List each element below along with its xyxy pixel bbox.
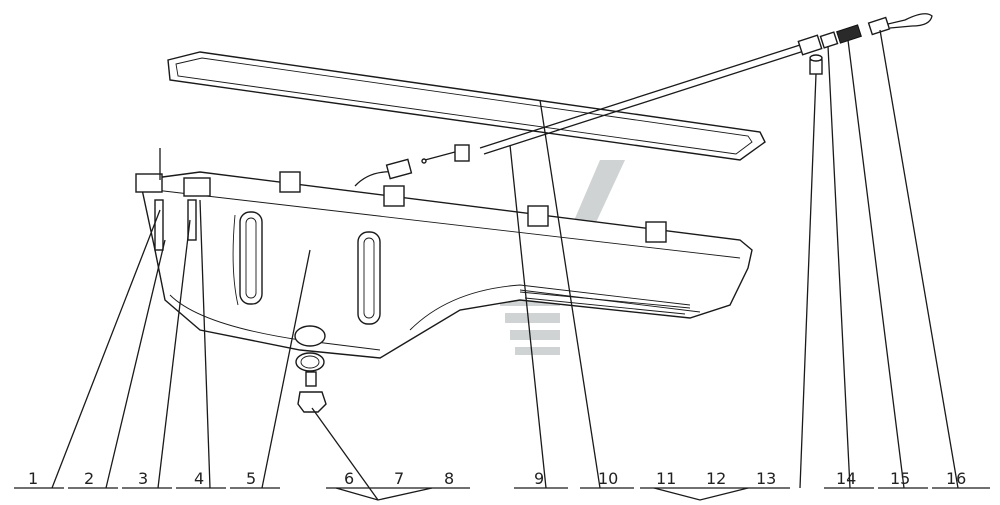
callout-10: 10 xyxy=(598,469,618,488)
callout-14: 14 xyxy=(836,469,856,488)
callout-9: 9 xyxy=(534,469,544,488)
callout-2: 2 xyxy=(84,469,94,488)
oil-pan-gasket xyxy=(167,51,766,161)
callout-6: 6 xyxy=(344,469,354,488)
callout-4: 4 xyxy=(194,469,204,488)
callout-13: 13 xyxy=(756,469,776,488)
callout-15: 15 xyxy=(890,469,910,488)
callout-7: 7 xyxy=(394,469,404,488)
callout-labels: 1 2 3 4 5 6 7 8 9 10 11 12 13 14 15 16 xyxy=(28,469,966,488)
callout-1: 1 xyxy=(28,469,38,488)
callout-12: 12 xyxy=(706,469,726,488)
callout-11: 11 xyxy=(656,469,676,488)
dipstick-assembly xyxy=(421,13,933,164)
leader-lines xyxy=(14,29,990,501)
oil-pan-body xyxy=(135,148,753,413)
callout-5: 5 xyxy=(246,469,256,488)
callout-3: 3 xyxy=(138,469,148,488)
callout-8: 8 xyxy=(444,469,454,488)
callout-16: 16 xyxy=(946,469,966,488)
